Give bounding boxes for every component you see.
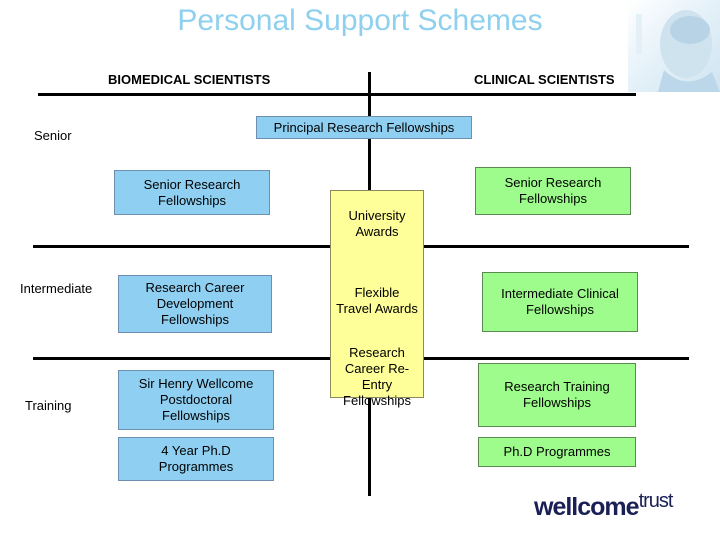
research-training-fellowships-label: Research Training Fellowships [504,379,610,410]
sir-henry-wellcome-postdoctoral-fellowships-box: Sir Henry Wellcome Postdoctoral Fellowsh… [118,370,274,430]
wellcome-trust-logo: wellcometrust [534,490,674,522]
intermediate-clinical-fellowships-label: Intermediate Clinical Fellowships [501,286,619,317]
column-header-biomedical: BIOMEDICAL SCIENTISTS [108,72,271,87]
research-career-reentry-fellowships-label: Research Career Re-Entry Fellowships [343,345,411,408]
senior-research-fellowships-biomedical-box: Senior Research Fellowships [114,170,270,215]
page-title: Personal Support Schemes [177,4,543,37]
column-header-clinical: CLINICAL SCIENTISTS [474,72,615,87]
phd-programmes-label: Ph.D Programmes [503,444,611,459]
portrait-image [628,0,720,92]
logo-suffix: trust [638,490,674,512]
phd-programmes-box: Ph.D Programmes [478,437,636,467]
flexible-travel-awards-label: Flexible Travel Awards [336,285,418,316]
shared-awards-column [330,190,424,398]
research-career-reentry-fellowships-box: Research Career Re-Entry Fellowships [330,340,424,414]
row-label-intermediate: Intermediate [20,281,93,296]
four-year-phd-programmes-label: 4 Year Ph.D Programmes [158,443,234,474]
portrait-graphic [636,10,720,92]
senior-research-fellowships-clinical-box: Senior Research Fellowships [475,167,631,215]
flexible-travel-awards-box: Flexible Travel Awards [330,275,424,327]
intermediate-clinical-fellowships-box: Intermediate Clinical Fellowships [482,272,638,332]
senior-research-fellowships-biomedical-label: Senior Research Fellowships [143,176,241,208]
sir-henry-wellcome-postdoctoral-fellowships-label: Sir Henry Wellcome Postdoctoral Fellowsh… [138,376,254,423]
research-training-fellowships-box: Research Training Fellowships [478,363,636,427]
header-divider-line [38,93,636,96]
logo-word: wellcome [534,493,640,521]
university-awards-label: University Awards [348,208,406,239]
research-career-development-fellowships-box: Research Career Development Fellowships [118,275,272,333]
research-career-development-fellowships-label: Research Career Development Fellowships [145,280,245,327]
principal-research-fellowships-label: Principal Research Fellowships [273,119,455,135]
row-label-training: Training [25,398,72,413]
university-awards-box: University Awards [330,206,424,242]
four-year-phd-programmes-box: 4 Year Ph.D Programmes [118,437,274,481]
principal-research-fellowships-box: Principal Research Fellowships [256,116,472,139]
row-label-senior: Senior [34,128,72,143]
senior-research-fellowships-clinical-label: Senior Research Fellowships [504,175,602,206]
